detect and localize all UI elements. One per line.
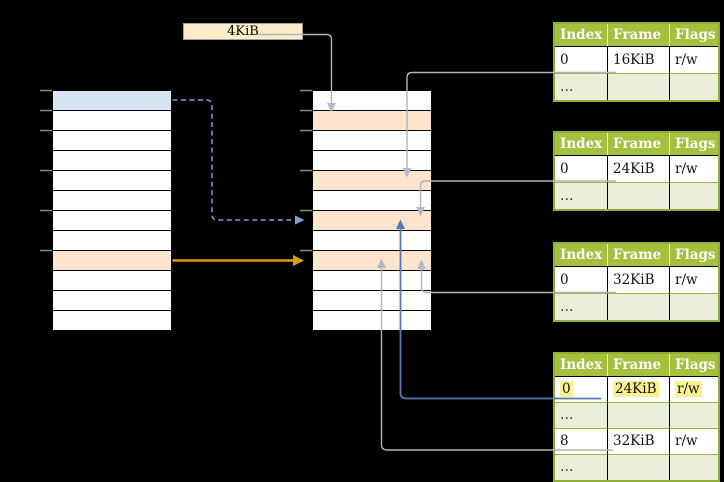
- table-row-ellipsis: …: [555, 182, 718, 209]
- page-table-entry: [313, 131, 431, 151]
- page-table-entry: [313, 291, 431, 311]
- highlight-flags: r/w: [675, 381, 702, 397]
- cell-frame: 32KiB: [608, 428, 670, 454]
- cell-flags: r/w: [670, 376, 718, 402]
- table-row-ellipsis: …: [555, 293, 718, 320]
- cell-index: 0: [555, 376, 608, 402]
- page-size-label: 4KiB: [227, 24, 259, 39]
- page-table-entry: [313, 151, 431, 171]
- page-directory-entry: [53, 291, 171, 311]
- column-header-flags: Flags: [670, 244, 718, 266]
- page-table-entry-mapped: [313, 251, 431, 271]
- page-table-entry: [313, 231, 431, 251]
- page-directory-entry: [53, 191, 171, 211]
- table-row: 0 16KiB r/w: [555, 46, 718, 73]
- cell-index: …: [555, 293, 608, 320]
- frame-table-16kib: Index Frame Flags 0 16KiB r/w …: [553, 22, 720, 102]
- cell-frame: [608, 182, 670, 209]
- cell-frame: 32KiB: [608, 266, 670, 293]
- cell-flags: [670, 454, 718, 480]
- column-header-index: Index: [555, 354, 608, 376]
- cell-flags: r/w: [670, 428, 718, 454]
- cell-flags: r/w: [670, 266, 718, 293]
- cell-flags: [670, 182, 718, 209]
- page-table-entry: [313, 191, 431, 211]
- arrow-directory-blue-to-page-table: [172, 99, 305, 225]
- table-row: 8 32KiB r/w: [555, 428, 718, 454]
- cell-frame: 24KiB: [608, 376, 670, 402]
- cell-frame: 24KiB: [608, 155, 670, 182]
- cell-frame: [608, 402, 670, 428]
- frame-table-32kib: Index Frame Flags 0 32KiB r/w …: [553, 242, 720, 322]
- page-directory-entry-selected-blue: [53, 91, 171, 111]
- cell-index: 0: [555, 46, 608, 73]
- address-ticks-page-directory: [40, 89, 52, 252]
- cell-flags: [670, 293, 718, 320]
- page-directory-entry: [53, 131, 171, 151]
- column-header-flags: Flags: [670, 354, 718, 376]
- page-table-entry-mapped: [313, 171, 431, 191]
- page-directory-entry: [53, 271, 171, 291]
- cell-flags: [670, 402, 718, 428]
- page-directory-entry: [53, 151, 171, 171]
- column-header-index: Index: [555, 244, 608, 266]
- cell-flags: [670, 73, 718, 100]
- cell-frame: [608, 454, 670, 480]
- column-header-index: Index: [555, 24, 608, 46]
- address-ticks-page-table: [300, 89, 312, 252]
- page-directory-entry: [53, 211, 171, 231]
- cell-frame: [608, 73, 670, 100]
- table-row: 0 24KiB r/w: [555, 155, 718, 182]
- column-header-frame: Frame: [608, 354, 670, 376]
- table-header-row: Index Frame Flags: [555, 133, 718, 155]
- page-table-entry: [313, 311, 431, 330]
- page-table-frame-grid: [312, 90, 432, 331]
- page-directory-entry: [53, 311, 171, 330]
- table-row-highlighted: 0 24KiB r/w: [555, 376, 718, 402]
- cell-index: 0: [555, 266, 608, 293]
- cell-frame: 16KiB: [608, 46, 670, 73]
- page-directory-entry-selected-orange: [53, 251, 171, 271]
- cell-frame: [608, 293, 670, 320]
- cell-index: 0: [555, 155, 608, 182]
- table-header-row: Index Frame Flags: [555, 24, 718, 46]
- table-row-ellipsis: …: [555, 73, 718, 100]
- column-header-flags: Flags: [670, 133, 718, 155]
- highlight-index: 0: [560, 381, 573, 397]
- table-row-ellipsis: …: [555, 402, 718, 428]
- cell-flags: r/w: [670, 155, 718, 182]
- cell-flags: r/w: [670, 46, 718, 73]
- cell-index: …: [555, 73, 608, 100]
- cell-index: …: [555, 454, 608, 480]
- page-directory-entry: [53, 231, 171, 251]
- cell-index: …: [555, 182, 608, 209]
- page-table-entry-mapped: [313, 111, 431, 131]
- page-size-label-box: 4KiB: [183, 23, 303, 40]
- column-header-index: Index: [555, 133, 608, 155]
- column-header-flags: Flags: [670, 24, 718, 46]
- column-header-frame: Frame: [608, 24, 670, 46]
- frame-table-multi: Index Frame Flags 0 24KiB r/w … 8 32KiB …: [553, 352, 720, 482]
- page-directory-table: [52, 90, 172, 331]
- frame-table-24kib: Index Frame Flags 0 24KiB r/w …: [553, 131, 720, 211]
- page-table-entry-mapped: [313, 211, 431, 231]
- page-directory-entry: [53, 111, 171, 131]
- table-row-ellipsis: …: [555, 454, 718, 480]
- page-table-entry: [313, 271, 431, 291]
- page-directory-entry: [53, 171, 171, 191]
- cell-index: 8: [555, 428, 608, 454]
- table-header-row: Index Frame Flags: [555, 354, 718, 376]
- page-table-entry: [313, 91, 431, 111]
- table-header-row: Index Frame Flags: [555, 244, 718, 266]
- highlight-frame: 24KiB: [613, 381, 659, 397]
- cell-index: …: [555, 402, 608, 428]
- column-header-frame: Frame: [608, 244, 670, 266]
- column-header-frame: Frame: [608, 133, 670, 155]
- table-row: 0 32KiB r/w: [555, 266, 718, 293]
